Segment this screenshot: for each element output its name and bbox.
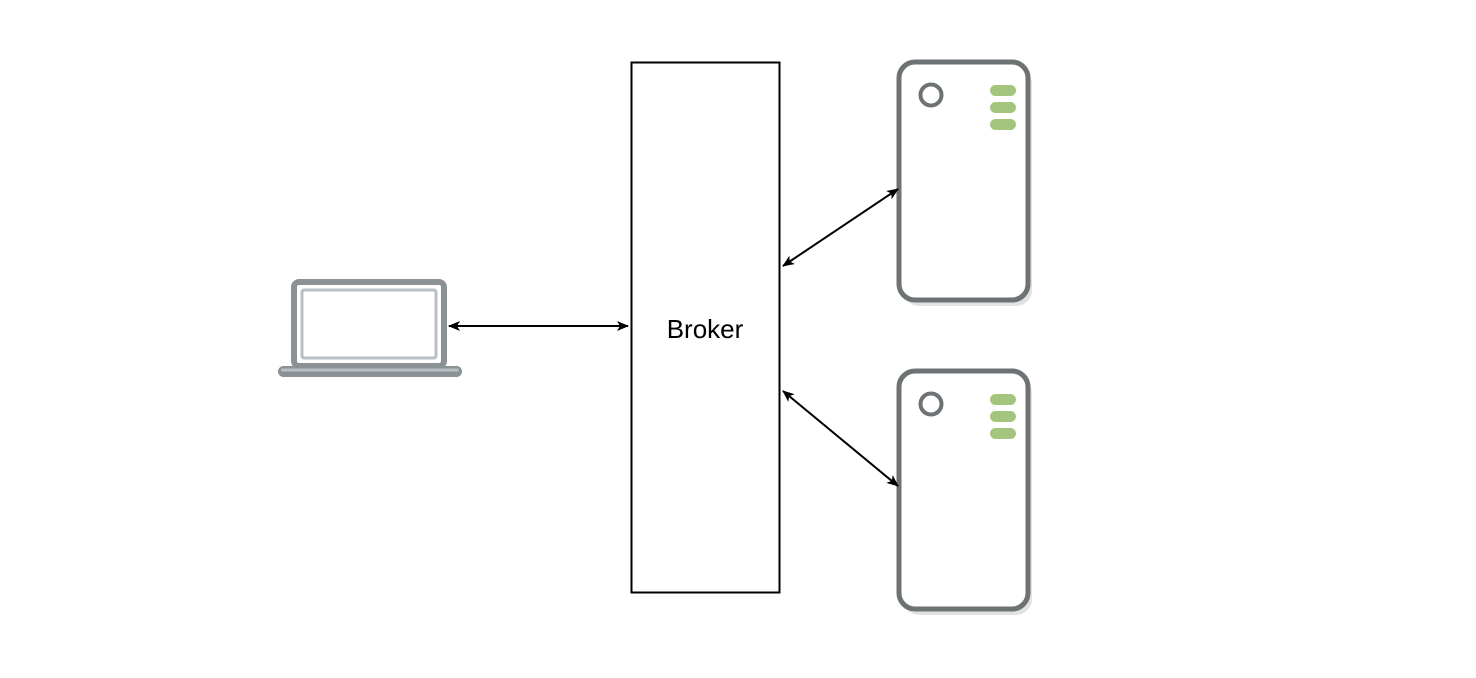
broker-node[interactable]: Broker	[630, 61, 781, 594]
edge-broker-server-top[interactable]	[782, 188, 899, 267]
client-laptop[interactable]	[278, 279, 462, 377]
power-circle-icon[interactable]	[918, 82, 944, 108]
broker-label: Broker	[667, 314, 744, 344]
server-led-icon	[990, 85, 1016, 96]
server-top[interactable]	[896, 59, 1032, 306]
server-bottom[interactable]	[896, 368, 1032, 615]
server-led-icon	[990, 102, 1016, 113]
power-circle-icon[interactable]	[918, 391, 944, 417]
laptop-camera-icon	[364, 281, 376, 285]
server-led-icon	[990, 394, 1016, 405]
broker-box[interactable]	[630, 61, 781, 594]
server-led-icon	[990, 428, 1016, 439]
server-bottom-body	[896, 368, 1031, 612]
server-top-body	[896, 59, 1031, 303]
server-led-icon	[990, 411, 1016, 422]
laptop-base-highlight	[281, 368, 459, 372]
edge-broker-server-bottom[interactable]	[782, 390, 899, 487]
laptop-screen	[300, 288, 438, 360]
server-led-icon	[990, 119, 1016, 130]
